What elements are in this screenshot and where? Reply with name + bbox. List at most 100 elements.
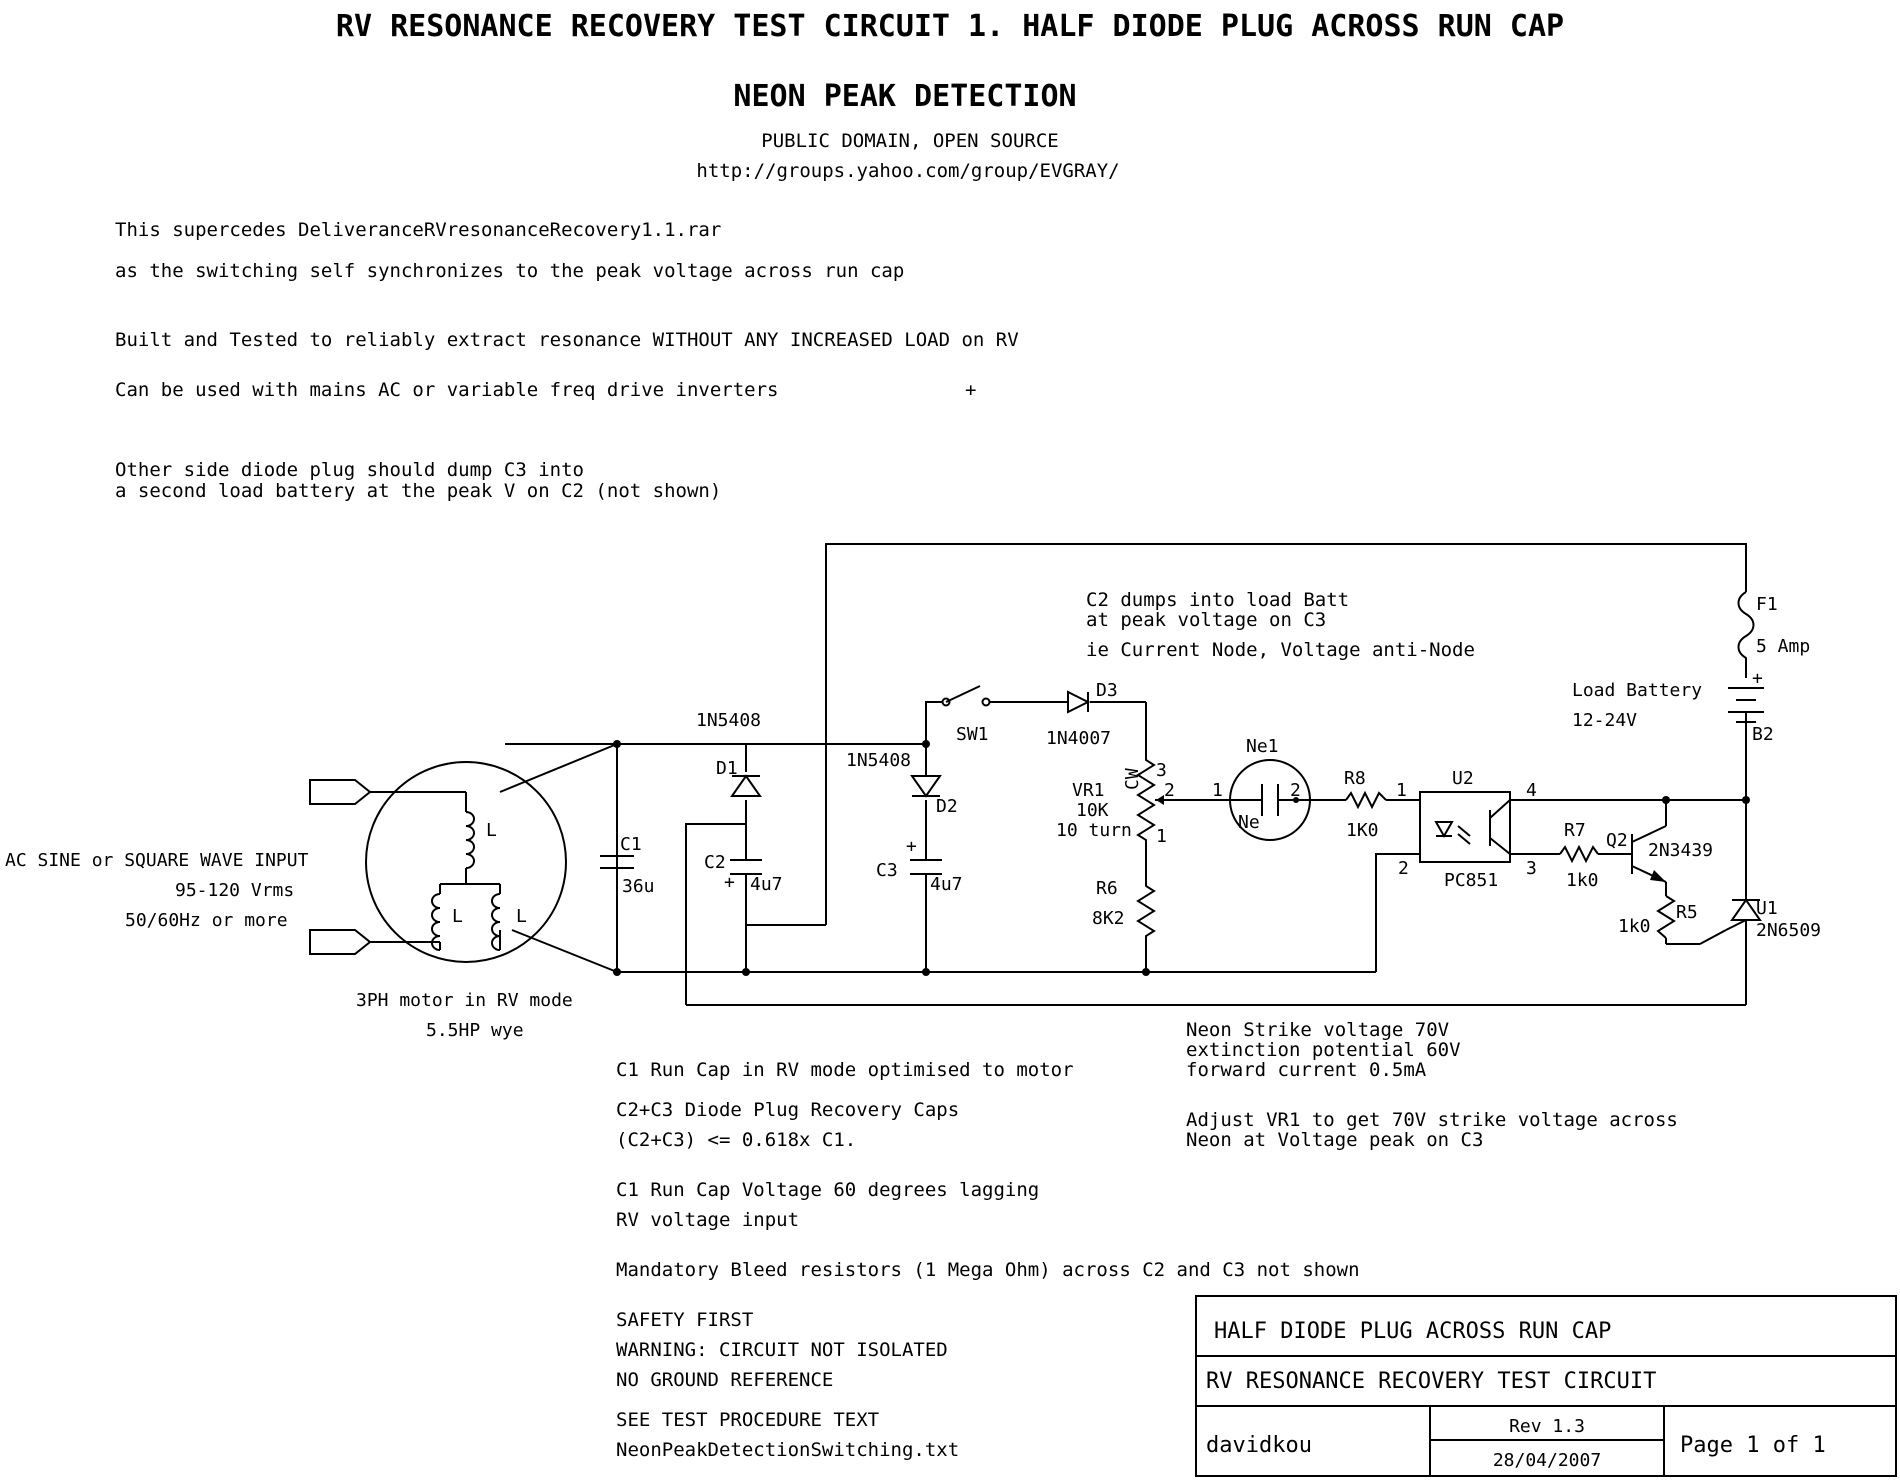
page-subtitle: NEON PEAK DETECTION	[733, 79, 1076, 114]
note-ratio: (C2+C3) <= 0.618x C1.	[616, 1129, 856, 1151]
r7-resistor	[1559, 844, 1599, 864]
note-other-side-2: a second load battery at the peak V on C…	[115, 480, 721, 502]
u2-pin-2: 2	[1398, 858, 1409, 879]
motor-coil-label-1: L	[486, 820, 497, 841]
note-mains: Can be used with mains AC or variable fr…	[115, 379, 778, 401]
q2-transistor	[1631, 825, 1667, 883]
note-adjust-1: Adjust VR1 to get 70V strike voltage acr…	[1186, 1109, 1678, 1131]
vr1-turns: 10 turn	[1056, 820, 1132, 841]
input-label: AC SINE or SQUARE WAVE INPUT	[5, 850, 309, 871]
note-neon-extinction: extinction potential 60V	[1186, 1039, 1461, 1061]
d2-part-number: 1N5408	[846, 750, 911, 771]
u2-pin-1: 1	[1396, 780, 1407, 801]
c1-value: 36u	[622, 876, 655, 897]
vr1-value: 10K	[1076, 800, 1109, 821]
title-block	[1195, 1295, 1897, 1477]
ne1-pin-1: 1	[1212, 780, 1223, 801]
note-plus: +	[965, 379, 976, 401]
note-safety-1: SAFETY FIRST	[616, 1309, 753, 1331]
wires	[499, 543, 1747, 1006]
c3-capacitor	[910, 859, 942, 880]
r6-resistor	[1136, 880, 1156, 940]
u1-part-number: 2N6509	[1756, 920, 1821, 941]
note-lag-2: RV voltage input	[616, 1209, 799, 1231]
q2-part-number: 2N3439	[1648, 840, 1713, 861]
motor-symbol	[365, 761, 567, 963]
d3-label: D3	[1096, 680, 1118, 701]
motor-label: 3PH motor in RV mode	[356, 990, 573, 1011]
c1-capacitor	[600, 842, 634, 972]
d1-label: D1	[716, 758, 738, 779]
c2-capacitor	[730, 859, 762, 880]
note-c2-dumps-2: at peak voltage on C3	[1086, 609, 1326, 631]
d2-diode	[910, 775, 942, 798]
note-c2-dumps-3: ie Current Node, Voltage anti-Node	[1086, 639, 1475, 661]
note-other-side-1: Other side diode plug should dump C3 int…	[115, 459, 584, 481]
r7-label: R7	[1564, 820, 1586, 841]
d3-part-number: 1N4007	[1046, 728, 1111, 749]
vr1-pin-2: 2	[1164, 780, 1175, 801]
d2-label: D2	[936, 796, 958, 817]
ne1-neon-lamp	[1229, 759, 1311, 841]
r5-resistor	[1656, 895, 1676, 939]
u2-part-number: PC851	[1444, 870, 1498, 891]
r6-value: 8K2	[1092, 908, 1125, 929]
d1-diode	[730, 774, 762, 797]
note-lag-1: C1 Run Cap Voltage 60 degrees lagging	[616, 1179, 1039, 1201]
titleblock-line-1: HALF DIODE PLUG ACROSS RUN CAP	[1214, 1319, 1611, 1344]
note-safety-2: WARNING: CIRCUIT NOT ISOLATED	[616, 1339, 948, 1361]
sw1-label: SW1	[956, 724, 989, 745]
r6-label: R6	[1096, 878, 1118, 899]
c2-value: 4u7	[750, 874, 783, 895]
vr1-pin-3: 3	[1156, 760, 1167, 781]
b2-battery	[1728, 687, 1764, 730]
license-text: PUBLIC DOMAIN, OPEN SOURCE	[761, 130, 1058, 152]
r5-value: 1k0	[1618, 916, 1651, 937]
note-supercedes: This supercedes DeliveranceRVresonanceRe…	[115, 219, 721, 241]
junction-dots	[613, 740, 1750, 976]
titleblock-page: Page 1 of 1	[1680, 1433, 1826, 1458]
note-neon-strike: Neon Strike voltage 70V	[1186, 1019, 1449, 1041]
motor-coil-label-3: L	[516, 906, 527, 927]
u2-label: U2	[1452, 768, 1474, 789]
r8-resistor	[1345, 790, 1387, 810]
vr1-pin-1: 1	[1156, 826, 1167, 847]
note-c2-dumps-1: C2 dumps into load Batt	[1086, 589, 1349, 611]
note-adjust-2: Neon at Voltage peak on C3	[1186, 1129, 1483, 1151]
note-diode-caps: C2+C3 Diode Plug Recovery Caps	[616, 1099, 959, 1121]
input-voltage: 95-120 Vrms	[175, 880, 294, 901]
u1-scr	[1725, 898, 1762, 931]
f1-label: F1	[1756, 594, 1778, 615]
titleblock-date: 28/04/2007	[1493, 1450, 1601, 1471]
r8-value: 1K0	[1346, 820, 1379, 841]
c2-label: C2	[704, 852, 726, 873]
d3-diode	[1067, 690, 1091, 714]
note-tested: Built and Tested to reliably extract res…	[115, 329, 1019, 351]
d1-part-number: 1N5408	[696, 710, 761, 731]
note-sync: as the switching self synchronizes to th…	[115, 260, 904, 282]
f1-rating: 5 Amp	[1756, 636, 1810, 657]
note-safety-5: NeonPeakDetectionSwitching.txt	[616, 1439, 959, 1461]
note-safety-4: SEE TEST PROCEDURE TEXT	[616, 1409, 879, 1431]
input-terminal-top	[309, 779, 466, 805]
battery-plus: +	[1752, 668, 1763, 689]
vr1-potentiometer	[1136, 748, 1168, 848]
motor-rating: 5.5HP wye	[426, 1020, 524, 1041]
input-frequency: 50/60Hz or more	[125, 910, 288, 931]
ne1-pin-2: 2	[1290, 780, 1301, 801]
u2-pin-4: 4	[1526, 780, 1537, 801]
motor-coil-label-2: L	[452, 906, 463, 927]
f1-fuse	[1737, 591, 1755, 678]
c3-plus: +	[906, 836, 917, 857]
battery-voltage: 12-24V	[1572, 710, 1637, 731]
r5-label: R5	[1676, 902, 1698, 923]
titleblock-line-2: RV RESONANCE RECOVERY TEST CIRCUIT	[1206, 1369, 1656, 1394]
u2-optocoupler	[1419, 791, 1511, 863]
r7-value: 1k0	[1566, 870, 1599, 891]
ne1-inner-label: Ne	[1238, 812, 1260, 833]
vr1-label: VR1	[1072, 780, 1105, 801]
u1-label: U1	[1756, 898, 1778, 919]
c3-label: C3	[876, 860, 898, 881]
